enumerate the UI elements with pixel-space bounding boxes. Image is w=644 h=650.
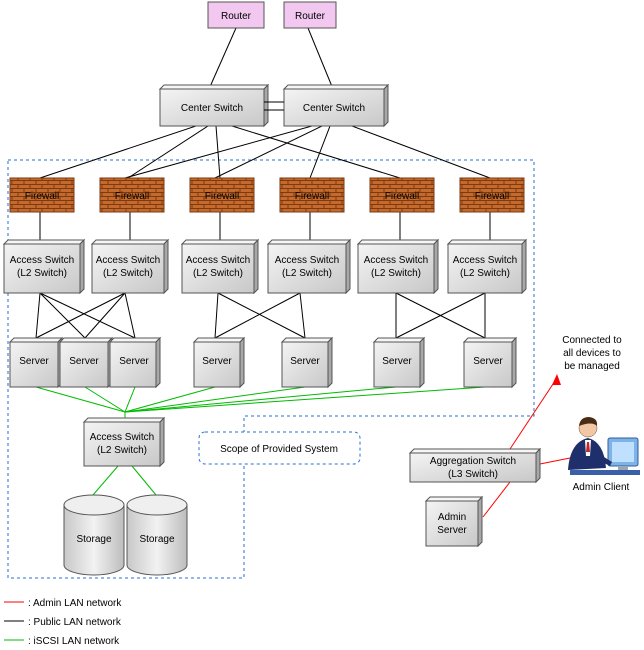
- server-label: Server: [382, 356, 412, 367]
- iscsi-lan-links: [35, 386, 486, 496]
- router-label: Router: [221, 11, 252, 22]
- access-switch-label: Access Switch: [96, 255, 160, 266]
- legend-label-admin: : Admin LAN network: [28, 598, 122, 609]
- server-5: Server: [280, 336, 334, 389]
- scope-label-box: Scope of Provided System: [198, 431, 361, 465]
- access-switch-sublabel: (L2 Switch): [193, 268, 243, 279]
- firewall-1: Firewall: [9, 177, 75, 213]
- server-6: Server: [372, 336, 426, 389]
- server-2: Server: [58, 336, 114, 389]
- access-switch-label: Access Switch: [10, 255, 74, 266]
- router-2: Router: [283, 1, 337, 29]
- firewall-label: Firewall: [295, 191, 329, 202]
- storage-label: Storage: [76, 534, 111, 545]
- access-switch-2: Access Switch (L2 Switch): [90, 238, 170, 295]
- access-switch-label: Access Switch: [364, 255, 428, 266]
- server-label: Server: [69, 356, 99, 367]
- firewall-4: Firewall: [279, 177, 345, 213]
- server-label: Server: [19, 356, 49, 367]
- center-switch-1: Center Switch: [158, 83, 270, 128]
- scope-boundary: [7, 159, 535, 579]
- connected-note-line-1: Connected to: [562, 335, 622, 346]
- connected-note-line-2: all devices to: [563, 348, 621, 359]
- storage-label: Storage: [139, 534, 174, 545]
- legend-label-iscsi: : iSCSI LAN network: [28, 636, 120, 647]
- aggregation-switch: Aggregation Switch (L3 Switch): [408, 447, 542, 484]
- storage-1: Storage: [63, 494, 125, 576]
- access-switch-sublabel: (L2 Switch): [97, 445, 147, 456]
- center-switch-label: Center Switch: [303, 103, 365, 114]
- firewall-label: Firewall: [475, 191, 509, 202]
- access-switch-sublabel: (L2 Switch): [17, 268, 67, 279]
- access-switch-label: Access Switch: [453, 255, 517, 266]
- center-switch-link: [264, 101, 284, 111]
- access-switch-sublabel: (L2 Switch): [282, 268, 332, 279]
- server-7: Server: [462, 336, 518, 389]
- router-1: Router: [207, 1, 265, 29]
- server-1: Server: [8, 336, 64, 389]
- server-label: Server: [202, 356, 232, 367]
- public-lan-links: [35, 27, 491, 339]
- aggregation-switch-sublabel: (L3 Switch): [448, 469, 498, 480]
- connected-note-line-3: be managed: [564, 361, 620, 372]
- access-switch-sublabel: (L2 Switch): [103, 268, 153, 279]
- server-3: Server: [108, 336, 162, 389]
- admin-client-label: Admin Client: [573, 482, 630, 493]
- firewall-6: Firewall: [459, 177, 525, 213]
- legend: : Admin LAN network : Public LAN network…: [4, 598, 122, 647]
- firewall-5: Firewall: [369, 177, 435, 213]
- storage-access-switch: Access Switch (L2 Switch): [82, 416, 166, 468]
- access-switch-sublabel: (L2 Switch): [460, 268, 510, 279]
- firewall-2: Firewall: [99, 177, 165, 213]
- scope-label: Scope of Provided System: [220, 444, 338, 455]
- access-switch-6: Access Switch (L2 Switch): [446, 238, 528, 295]
- firewall-label: Firewall: [25, 191, 59, 202]
- admin-client-icon: [568, 417, 640, 475]
- admin-server-sublabel: Server: [437, 525, 467, 536]
- access-switch-label: Access Switch: [275, 255, 339, 266]
- access-switch-3: Access Switch (L2 Switch): [180, 238, 260, 295]
- server-label: Server: [290, 356, 320, 367]
- access-switch-label: Access Switch: [90, 432, 154, 443]
- legend-label-public: : Public LAN network: [28, 617, 122, 628]
- access-switch-5: Access Switch (L2 Switch): [356, 238, 440, 295]
- admin-server-label: Admin: [438, 512, 466, 523]
- access-switch-4: Access Switch (L2 Switch): [266, 238, 352, 295]
- center-switch-2: Center Switch: [282, 83, 390, 128]
- access-switch-label: Access Switch: [186, 255, 250, 266]
- center-switch-label: Center Switch: [181, 103, 243, 114]
- router-label: Router: [295, 11, 326, 22]
- server-4: Server: [192, 336, 246, 389]
- firewall-3: Firewall: [189, 177, 255, 213]
- server-label: Server: [473, 356, 503, 367]
- storage-2: Storage: [126, 494, 188, 576]
- admin-lan-links: [482, 374, 571, 518]
- server-label: Server: [119, 356, 149, 367]
- firewall-label: Firewall: [205, 191, 239, 202]
- admin-server: Admin Server: [424, 495, 484, 548]
- firewall-label: Firewall: [385, 191, 419, 202]
- firewall-label: Firewall: [115, 191, 149, 202]
- access-switch-sublabel: (L2 Switch): [371, 268, 421, 279]
- access-switch-1: Access Switch (L2 Switch): [2, 238, 86, 295]
- aggregation-switch-label: Aggregation Switch: [430, 456, 516, 467]
